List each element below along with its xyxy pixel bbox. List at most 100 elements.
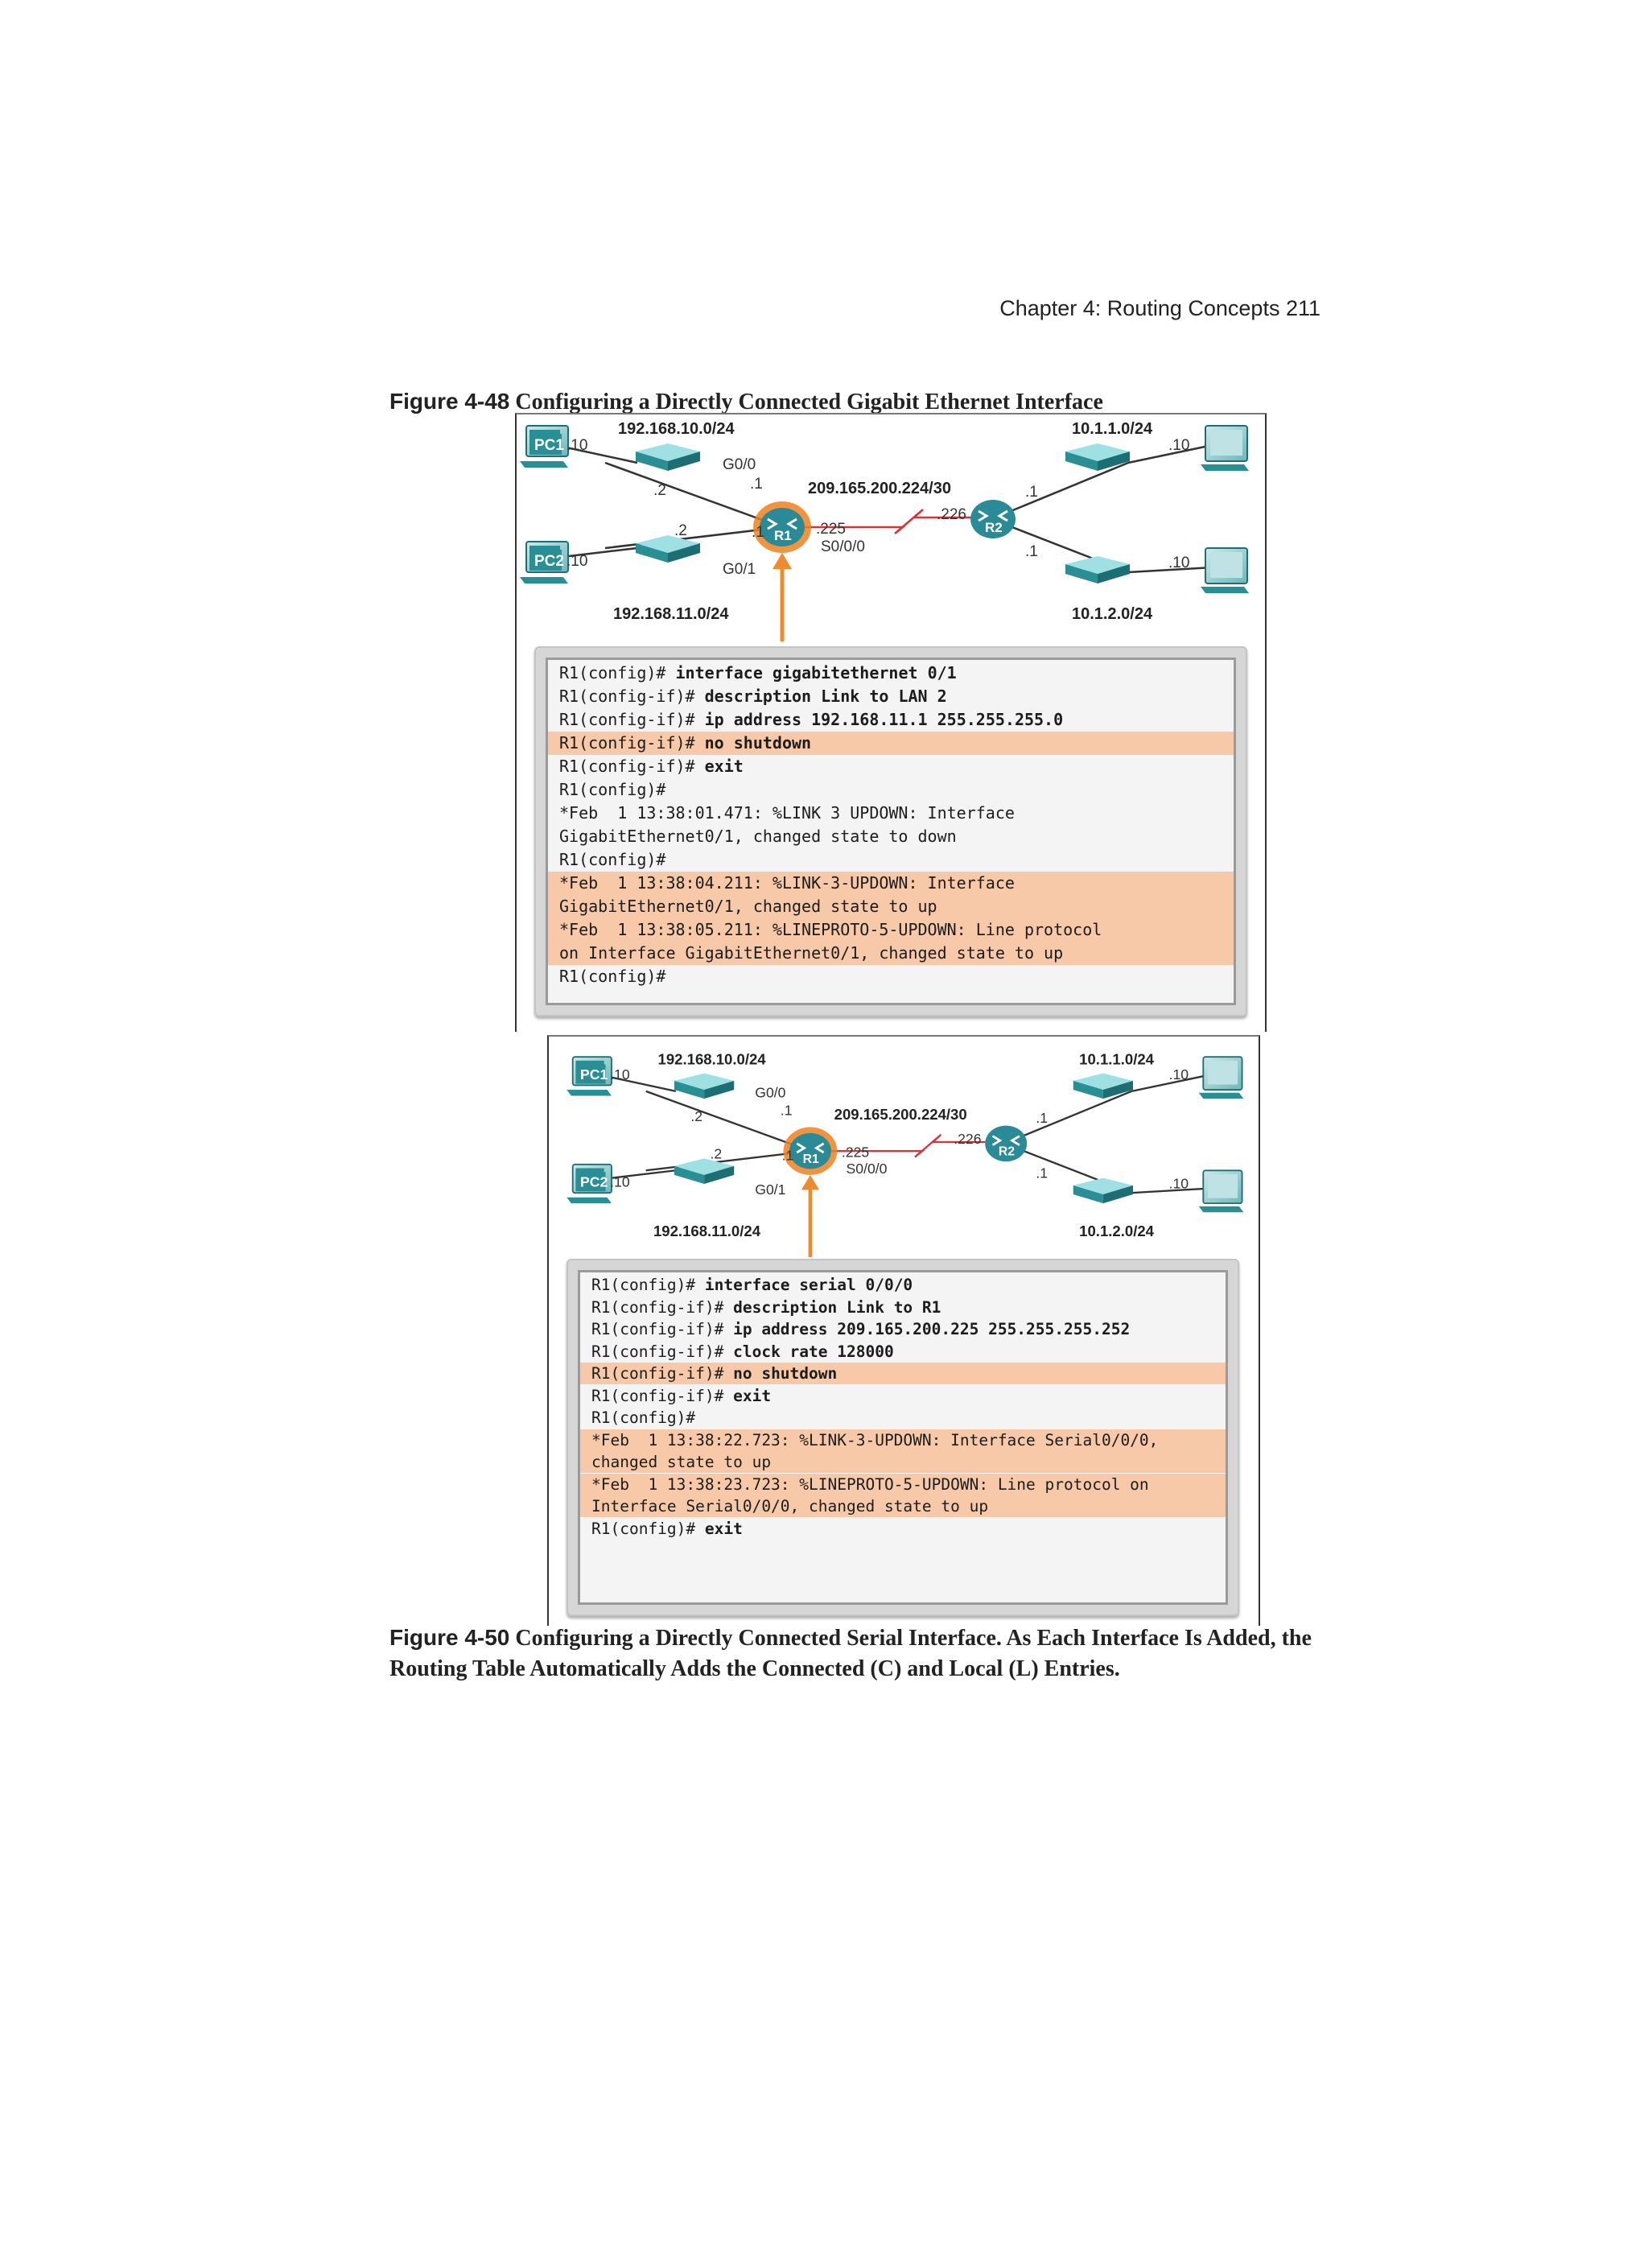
figure-4-48-panel: PC1 PC2 R1 R2 192.168.10.0/24 192.168.11… xyxy=(515,413,1267,1032)
router-r1-icon xyxy=(753,501,811,553)
lan-label: 192.168.10.0/24 xyxy=(618,420,735,438)
arrow-head xyxy=(801,1174,820,1190)
console-output: R1(config)# interface gigabitethernet 0/… xyxy=(546,658,1236,1005)
switch-icon xyxy=(1065,443,1130,471)
pc1-tag xyxy=(529,434,562,455)
pc-icon xyxy=(1198,1169,1244,1213)
console-prompt: R1(config-if)# xyxy=(591,1342,734,1361)
console-command: interface gigabitethernet 0/1 xyxy=(675,663,957,682)
console-prompt: R1(config-if)# xyxy=(559,710,705,729)
console-command: no shutdown xyxy=(704,733,812,753)
console-command: exit xyxy=(704,1519,743,1538)
console-line: R1(config)# xyxy=(556,778,1234,802)
console-line: R1(config-if)# ip address 192.168.11.1 2… xyxy=(556,708,1234,732)
console-prompt: on Interface GigabitEthernet0/1, changed… xyxy=(559,943,1064,963)
host-label: .10 xyxy=(1168,555,1189,571)
switch-icon xyxy=(1073,1177,1134,1204)
console-prompt: R1(config-if)# xyxy=(591,1297,734,1317)
pc1-label: PC1 xyxy=(534,437,564,454)
interface-label: .1 xyxy=(750,476,763,493)
wan-label: 209.165.200.224/30 xyxy=(834,1106,967,1123)
figure-4-50-panel: PC1 PC2 R1 R2 192.168.10.0/24 192.168.11… xyxy=(547,1035,1260,1626)
console-prompt: *Feb 1 13:38:05.211: %LINEPROTO-5-UPDOWN… xyxy=(559,920,1102,939)
console-prompt: R1(config)# xyxy=(591,1276,705,1294)
interface-label: .226 xyxy=(954,1131,982,1147)
network-topology-diagram: PC1 PC2 R1 R2 192.168.10.0/24 192.168.11… xyxy=(520,420,1249,641)
console-line: *Feb 1 13:38:04.211: %LINK-3-UPDOWN: Int… xyxy=(548,872,1234,895)
pc1-label: PC1 xyxy=(580,1066,608,1082)
console-prompt: GigabitEthernet0/1, changed state to up xyxy=(559,897,937,916)
console-command: no shutdown xyxy=(733,1364,838,1383)
host-label: .10 xyxy=(610,1066,630,1082)
console-prompt: R1(config-if)# xyxy=(591,1386,734,1405)
interface-label: .1 xyxy=(752,524,764,541)
pc-icon xyxy=(1201,425,1249,471)
host-label: .10 xyxy=(566,437,587,454)
pc2-label: PC2 xyxy=(534,553,564,570)
console-prompt: changed state to up xyxy=(591,1453,772,1471)
console-line: R1(config-if)# description Link to R1 xyxy=(588,1297,1226,1318)
switch-icon xyxy=(1065,556,1130,583)
console-window: R1(config)# interface gigabitethernet 0/… xyxy=(534,646,1247,1016)
console-line: R1(config-if)# description Link to LAN 2 xyxy=(556,685,1234,708)
console-line: Interface Serial0/0/0, changed state to … xyxy=(580,1495,1226,1517)
console-command: ip address 192.168.11.1 255.255.255.0 xyxy=(704,710,1064,729)
console-line: R1(config-if)# exit xyxy=(588,1385,1226,1407)
console-line: R1(config)# xyxy=(556,848,1234,872)
running-head: Chapter 4: Routing Concepts 211 xyxy=(999,296,1320,320)
console-prompt: R1(config)# xyxy=(591,1519,705,1538)
switch-icon xyxy=(674,1158,735,1184)
console-prompt: R1(config-if)# xyxy=(591,1364,734,1383)
interface-label: .1 xyxy=(781,1103,793,1119)
console-prompt: R1(config-if)# xyxy=(559,757,705,776)
console-prompt: R1(config)# xyxy=(559,780,666,799)
pc2-tag xyxy=(575,1172,606,1192)
wan-label: 209.165.200.224/30 xyxy=(808,480,951,497)
figure-4-50-caption: Figure 4-50 Configuring a Directly Conne… xyxy=(389,1623,1323,1685)
host-label: .10 xyxy=(566,553,587,570)
router-r2-icon xyxy=(970,500,1016,538)
console-prompt: R1(config-if)# xyxy=(559,733,705,753)
interface-label: .225 xyxy=(816,521,846,538)
interface-name: G0/0 xyxy=(723,456,756,473)
lan-label: 10.1.1.0/24 xyxy=(1079,1050,1155,1067)
console-line: R1(config)# xyxy=(556,965,1234,988)
console-line: on Interface GigabitEthernet0/1, changed… xyxy=(548,942,1234,965)
interface-label: .1 xyxy=(1025,543,1038,560)
console-command: interface serial 0/0/0 xyxy=(704,1276,913,1294)
pc2-tag xyxy=(529,550,562,571)
console-line: R1(config-if)# clock rate 128000 xyxy=(588,1341,1226,1363)
console-prompt: R1(config-if)# xyxy=(591,1320,734,1338)
console-line: changed state to up xyxy=(580,1451,1226,1473)
figure-4-48-caption: Figure 4-48 Configuring a Directly Conne… xyxy=(389,386,1103,418)
host-label: .10 xyxy=(1168,437,1189,454)
interface-name: G0/0 xyxy=(755,1084,785,1100)
console-prompt: *Feb 1 13:38:23.723: %LINEPROTO-5-UPDOWN… xyxy=(591,1474,1149,1494)
console-prompt: R1(config)# xyxy=(559,663,676,682)
console-prompt: R1(config)# xyxy=(591,1408,696,1427)
r1-label: R1 xyxy=(803,1153,819,1166)
host-label: .10 xyxy=(1169,1176,1189,1192)
console-line: *Feb 1 13:38:05.211: %LINEPROTO-5-UPDOWN… xyxy=(548,918,1234,942)
console-line: *Feb 1 13:38:22.723: %LINK-3-UPDOWN: Int… xyxy=(580,1429,1226,1451)
switch-icon xyxy=(636,443,700,471)
console-line: R1(config)# exit xyxy=(588,1518,1226,1540)
switch-icon xyxy=(674,1073,735,1099)
pc2-label: PC2 xyxy=(580,1174,608,1190)
console-command: clock rate 128000 xyxy=(733,1342,894,1361)
console-line: GigabitEthernet0/1, changed state to dow… xyxy=(556,825,1234,848)
figure-title: Configuring a Directly Connected Gigabit… xyxy=(515,390,1103,414)
console-prompt: R1(config)# xyxy=(559,850,666,869)
router-r1-icon xyxy=(783,1127,838,1175)
host-label: .2 xyxy=(690,1108,702,1124)
interface-label: .1 xyxy=(1036,1110,1048,1126)
console-prompt: GigabitEthernet0/1, changed state to dow… xyxy=(559,827,957,846)
console-command: description Link to R1 xyxy=(733,1297,941,1317)
lan-label: 192.168.10.0/24 xyxy=(658,1050,767,1067)
console-line: R1(config)# interface gigabitethernet 0/… xyxy=(556,662,1234,685)
console-prompt: *Feb 1 13:38:22.723: %LINK-3-UPDOWN: Int… xyxy=(591,1430,1159,1449)
serial-link xyxy=(810,1133,1005,1158)
console-prompt: *Feb 1 13:38:01.471: %LINK 3 UPDOWN: Int… xyxy=(559,803,1015,823)
